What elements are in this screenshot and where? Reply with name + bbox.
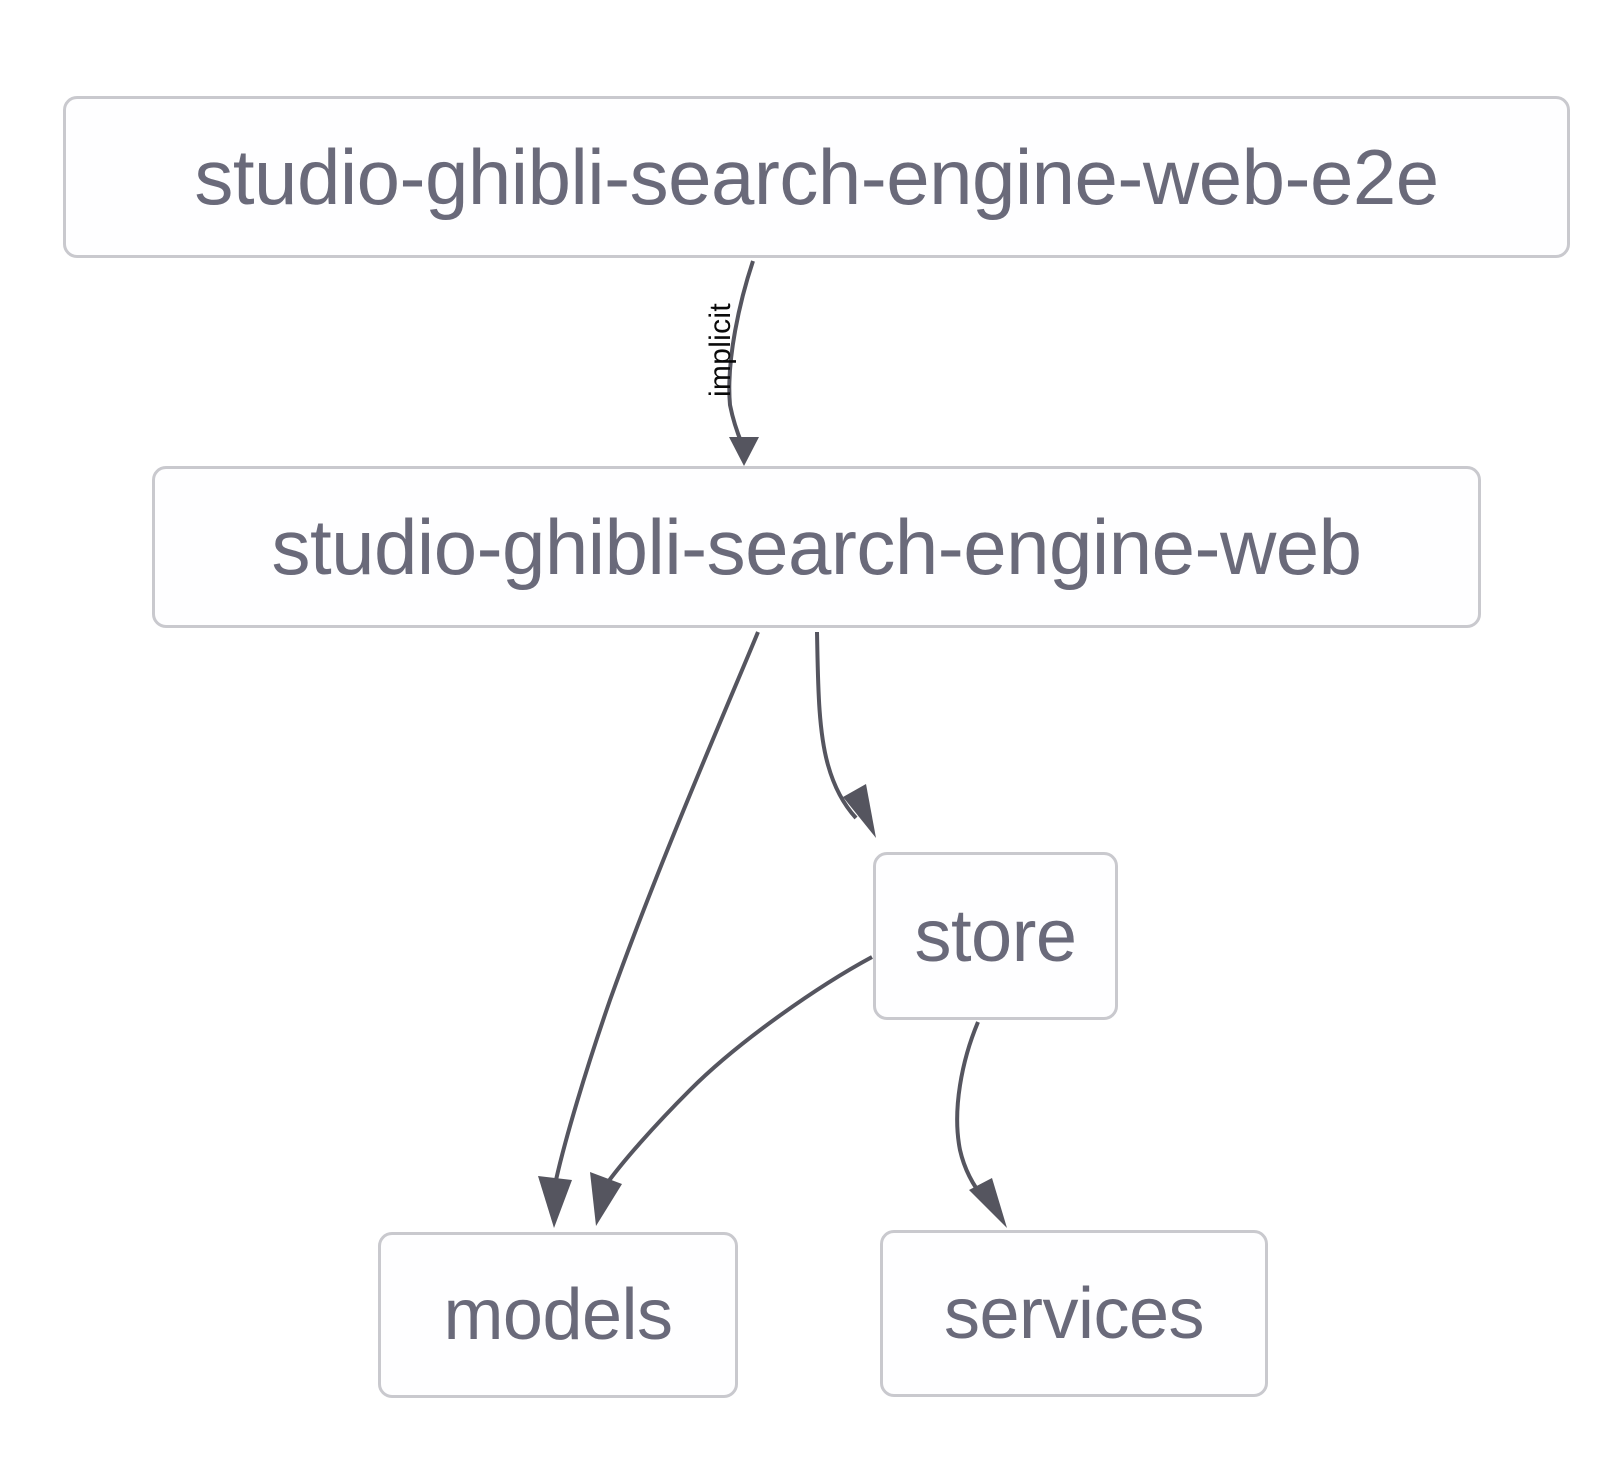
- node-label-models: models: [443, 1275, 673, 1355]
- node-web-e2e[interactable]: studio-ghibli-search-engine-web-e2e: [63, 96, 1570, 258]
- node-label-services: services: [943, 1273, 1205, 1354]
- edge-arrowhead-web-to-store: [843, 784, 876, 838]
- edge-arrowhead-store-to-models: [590, 1172, 622, 1226]
- edge-store-to-services[interactable]: [955, 1021, 1007, 1228]
- edge-web-e2e-to-web[interactable]: implicit: [704, 260, 759, 466]
- edge-path-web-e2e-to-web: [727, 260, 755, 445]
- node-label-web: studio-ghibli-search-engine-web: [271, 503, 1362, 591]
- node-label-store: store: [914, 894, 1077, 977]
- node-store[interactable]: store: [873, 852, 1118, 1020]
- edge-path-store-to-models: [606, 955, 873, 1184]
- edge-path-store-to-services: [955, 1021, 987, 1202]
- edge-path-web-to-store: [815, 631, 858, 820]
- node-label-web-e2e: studio-ghibli-search-engine-web-e2e: [194, 133, 1439, 221]
- edge-web-to-store[interactable]: [815, 631, 876, 838]
- node-web[interactable]: studio-ghibli-search-engine-web: [152, 466, 1481, 628]
- edge-path-web-to-models: [554, 631, 760, 1181]
- edge-arrowhead-web-e2e-to-web: [729, 437, 759, 466]
- edge-arrowhead-store-to-services: [969, 1178, 1007, 1228]
- node-models[interactable]: models: [378, 1232, 738, 1398]
- node-services[interactable]: services: [880, 1230, 1268, 1397]
- edge-store-to-models[interactable]: [590, 955, 873, 1226]
- edge-arrowhead-web-to-models: [538, 1176, 572, 1228]
- edge-web-to-models[interactable]: [538, 631, 760, 1228]
- edge-label-implicit: implicit: [704, 303, 737, 397]
